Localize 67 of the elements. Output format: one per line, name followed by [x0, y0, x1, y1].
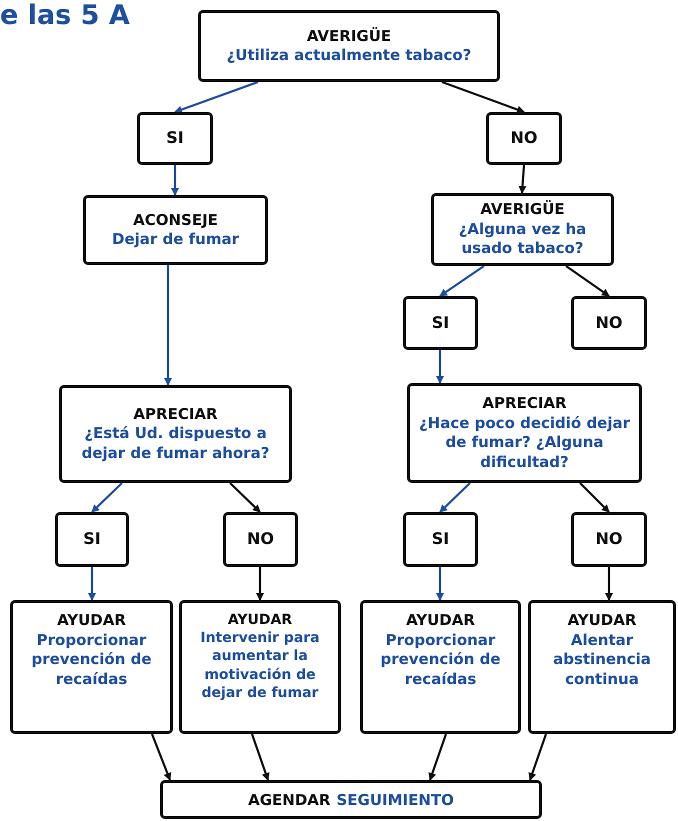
- arrow: [605, 567, 613, 601]
- box-heading: NO: [247, 529, 274, 550]
- box-text: Proporcionar prevención de recaídas: [30, 630, 153, 689]
- arrow: [442, 80, 525, 114]
- box-heading: NO: [510, 128, 538, 149]
- process-box: [55, 512, 129, 567]
- box-text: Intervenir para aumentar la motivación de dejar de fumar: [199, 629, 321, 702]
- arrow: [436, 350, 444, 384]
- arrow: [91, 482, 123, 513]
- box-heading: AYUDAR: [568, 611, 636, 630]
- box-heading: AVERIGÜE: [480, 200, 565, 220]
- process-box: [179, 600, 341, 734]
- diagram-title: e las 5 A: [0, 0, 130, 32]
- box-heading: NO: [596, 529, 622, 550]
- arrow: [528, 734, 548, 781]
- box-heading: AVERIGÜE: [306, 26, 392, 46]
- process-box: [571, 296, 647, 350]
- arrow: [150, 734, 172, 781]
- process-box: [571, 512, 647, 567]
- arrow: [565, 265, 610, 297]
- process-box: [83, 195, 268, 265]
- process-box: [10, 600, 173, 734]
- box-text: ¿Está Ud. dispuesto a dejar de fumar ahora?: [80, 424, 270, 464]
- box-heading: AYUDAR: [406, 611, 475, 630]
- box-heading: AYUDAR: [57, 611, 126, 630]
- box-text: SEGUIMIENTO: [336, 791, 454, 810]
- box-heading: NO: [596, 312, 622, 334]
- box-heading: AYUDAR: [228, 611, 292, 630]
- process-box: [223, 512, 298, 567]
- arrow: [439, 265, 485, 297]
- arrow: [250, 734, 270, 781]
- process-box: [360, 600, 521, 734]
- box-heading: SI: [83, 529, 101, 550]
- process-box: [486, 112, 562, 165]
- arrow: [88, 567, 96, 601]
- arrow: [579, 482, 610, 513]
- process-box: [59, 385, 292, 483]
- process-box: [403, 296, 478, 350]
- arrow: [428, 734, 448, 781]
- process-box: [431, 193, 614, 266]
- arrow: [436, 567, 444, 601]
- box-heading: ACONSEJE: [133, 210, 218, 230]
- box-text: Proporcionar prevención de recaídas: [379, 630, 502, 689]
- arrow: [518, 164, 526, 194]
- box-text: ¿Utiliza actualmente tabaco?: [226, 46, 472, 66]
- process-box: [137, 112, 213, 165]
- box-heading: APRECIAR: [133, 404, 218, 424]
- process-box: [403, 512, 478, 567]
- box-text: ¿Hace poco decidió dejar de fumar? ¿Alguna dificultad?: [418, 414, 632, 472]
- arrow: [164, 265, 172, 386]
- arrow: [174, 80, 258, 114]
- box-heading: SI: [166, 128, 184, 149]
- box-heading: APRECIAR: [482, 394, 567, 414]
- arrow: [256, 567, 264, 601]
- box-heading: SI: [432, 312, 450, 334]
- process-box: [407, 383, 642, 483]
- box-text: Dejar de fumar: [112, 230, 239, 250]
- box-heading: SI: [432, 529, 450, 550]
- box-heading: AGENDAR: [248, 791, 330, 810]
- arrow: [171, 165, 179, 196]
- box-text: ¿Alguna vez ha usado tabaco?: [458, 220, 588, 259]
- arrow: [229, 482, 261, 513]
- arrow: [439, 482, 471, 513]
- process-box: [528, 600, 676, 734]
- box-text: Alentar abstinencia continua: [552, 630, 652, 689]
- process-box: [160, 780, 542, 819]
- process-box: [198, 10, 500, 82]
